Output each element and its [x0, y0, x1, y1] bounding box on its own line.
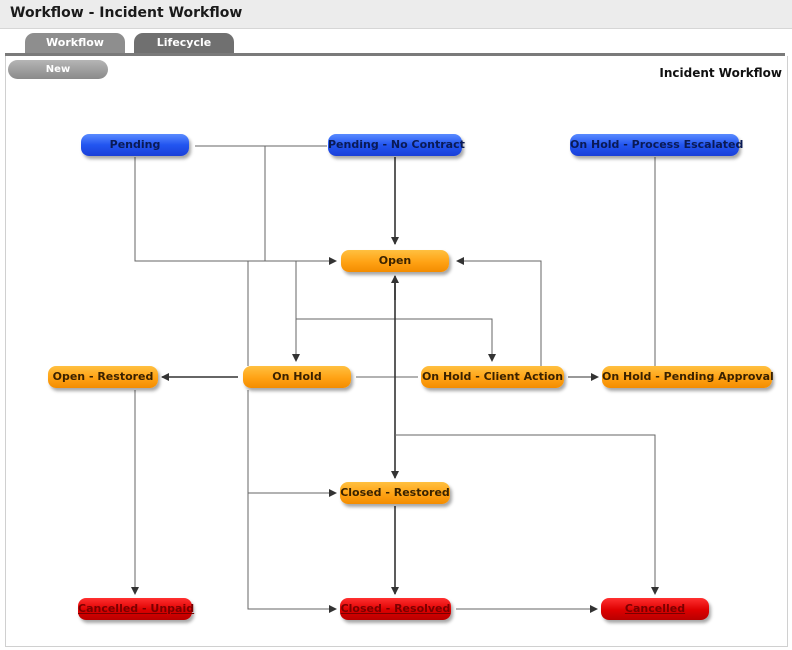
edge-onhold-closedrestored — [247, 390, 337, 497]
edge-open-cancelled — [395, 434, 659, 595]
node-pending[interactable]: Pending — [81, 134, 189, 156]
node-on-hold[interactable]: On Hold — [243, 366, 351, 388]
node-open-restored[interactable]: Open - Restored — [48, 366, 158, 388]
diagram-frame — [5, 56, 788, 647]
diagram-title: Incident Workflow — [659, 66, 782, 80]
node-open[interactable]: Open — [341, 250, 449, 272]
tab-divider — [5, 53, 785, 56]
edge-clientaction-open — [456, 257, 542, 366]
node-pending-no-contract[interactable]: Pending - No Contract — [328, 134, 465, 156]
node-cancelled-unpaid[interactable]: Cancelled - Unpaid — [78, 598, 194, 620]
node-closed-resolved[interactable]: Closed - Resolved — [340, 598, 451, 620]
window-titlebar: Workflow - Incident Workflow — [0, 0, 792, 29]
node-on-hold-client-action[interactable]: On Hold - Client Action — [421, 366, 564, 388]
node-cancelled[interactable]: Cancelled — [601, 598, 709, 620]
node-on-hold-process-escalated[interactable]: On Hold - Process Escalated — [570, 134, 743, 156]
edge-onhold-clientaction — [296, 318, 496, 362]
tab-lifecycle[interactable]: Lifecycle — [134, 33, 234, 54]
edge-pending-bracket — [195, 145, 266, 261]
node-on-hold-pending-approval[interactable]: On Hold - Pending Approval — [602, 366, 774, 388]
node-closed-restored[interactable]: Closed - Restored — [340, 482, 450, 504]
edge-onhold-closedresolved — [247, 493, 337, 613]
tab-workflow[interactable]: Workflow — [25, 33, 125, 54]
new-button[interactable]: New — [8, 60, 108, 79]
window-title: Workflow - Incident Workflow — [10, 5, 243, 21]
edge-pending-open — [134, 157, 337, 265]
